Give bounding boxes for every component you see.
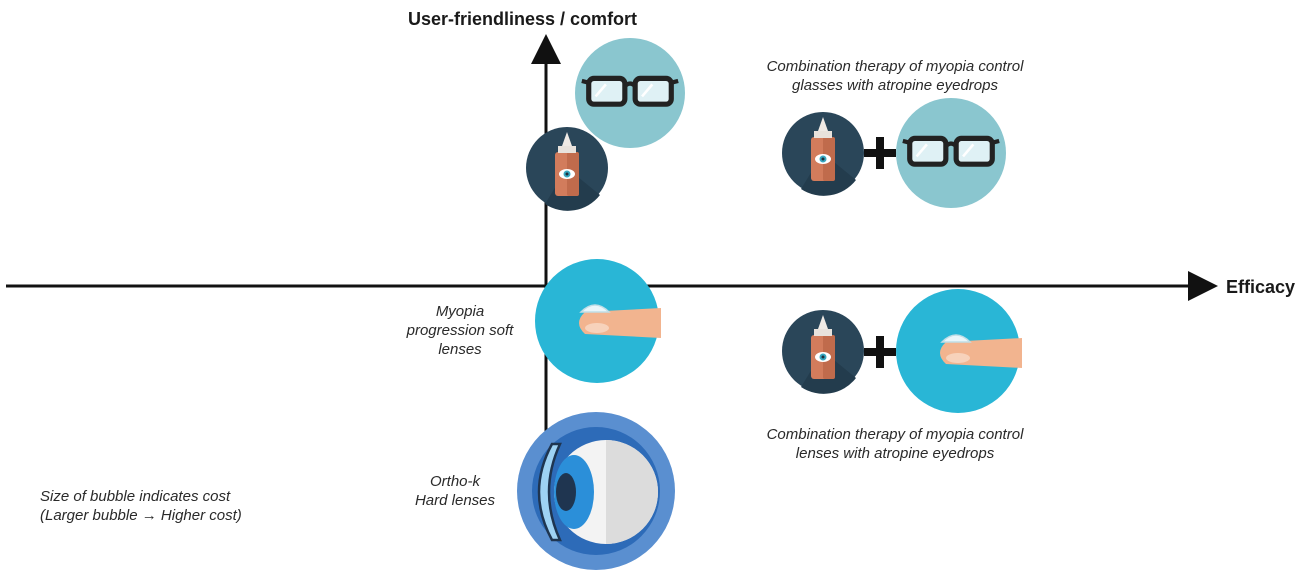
combo-lenses-caption: Combination therapy of myopia control le… xyxy=(720,425,1070,463)
soft-lenses-bubble xyxy=(535,259,662,383)
combo-lenses-group xyxy=(782,289,1023,413)
caption-line: Myopia xyxy=(435,303,485,320)
caption-line: progression soft xyxy=(406,322,514,339)
eyedrops-bubble xyxy=(526,127,608,211)
orthok-bubble xyxy=(517,412,675,570)
glasses-bubble xyxy=(575,38,685,148)
orthok-caption: Ortho-k Hard lenses xyxy=(395,472,515,510)
caption-line: Combination therapy of myopia control xyxy=(766,58,1024,75)
caption-line: glasses with atropine eyedrops xyxy=(792,77,998,94)
combo-glasses-caption: Combination therapy of myopia control gl… xyxy=(720,57,1070,95)
caption-line: lenses with atropine eyedrops xyxy=(795,445,995,462)
caption-line: Ortho-k xyxy=(429,473,480,490)
legend-line: Size of bubble indicates cost xyxy=(40,488,231,505)
caption-line: Hard lenses xyxy=(414,492,496,509)
caption-line: Combination therapy of myopia control xyxy=(766,426,1024,443)
legend-line: (Larger bubble → Higher cost) xyxy=(40,507,242,524)
plus-icon xyxy=(864,137,896,169)
x-axis-label: Efficacy xyxy=(1226,277,1296,297)
combo-glasses-group xyxy=(782,98,1006,208)
plus-icon xyxy=(864,336,896,368)
soft-lenses-caption: Myopia progression soft lenses xyxy=(390,302,530,359)
caption-line: lenses xyxy=(438,341,482,358)
eyeball-with-hard-lens-icon xyxy=(537,440,658,544)
bubble-size-legend: Size of bubble indicates cost (Larger bu… xyxy=(40,487,320,525)
y-axis-label: User-friendliness / comfort xyxy=(408,9,638,29)
